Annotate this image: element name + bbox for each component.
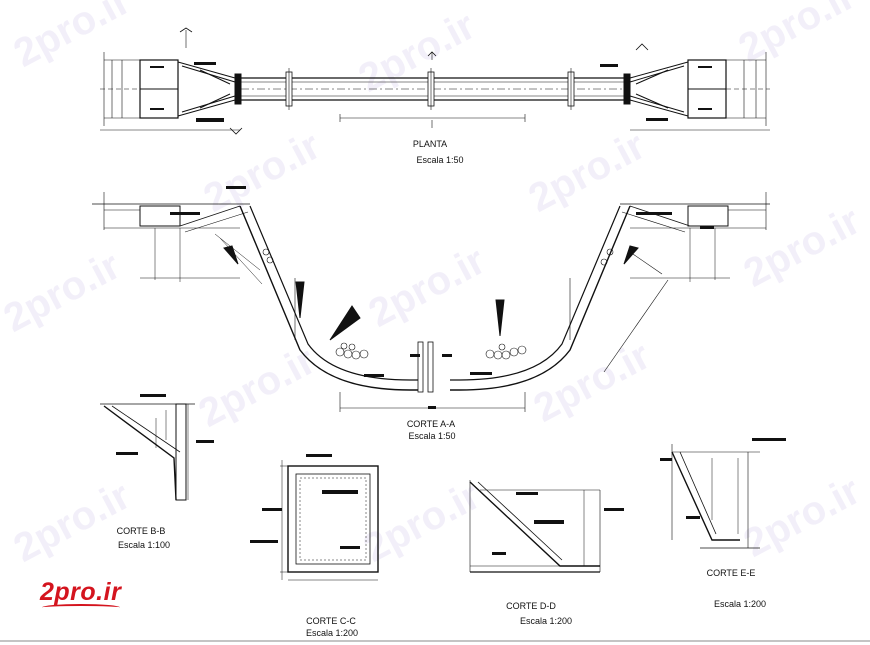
corte-bb-scale: Escala 1:100 <box>117 540 171 550</box>
corte-aa-scale: Escala 1:50 <box>408 431 456 441</box>
planta-title: PLANTA <box>412 139 448 149</box>
corte-aa-title: CORTE A-A <box>406 419 456 429</box>
site-logo: 2pro.ir <box>40 578 122 606</box>
corte-dd-scale: Escala 1:200 <box>519 616 573 626</box>
corte-ee-section-drawing <box>660 438 786 549</box>
planta-plan-drawing <box>100 27 770 135</box>
corte-ee-scale: Escala 1:200 <box>713 599 767 609</box>
logo-swoosh <box>42 604 120 611</box>
corte-bb-title: CORTE B-B <box>116 526 166 536</box>
corte-bb-section-drawing <box>100 394 214 501</box>
corte-dd-title: CORTE D-D <box>506 601 556 611</box>
corte-aa-section-drawing <box>92 186 770 412</box>
corte-ee-title: CORTE E-E <box>706 568 756 578</box>
corte-cc-title: CORTE C-C <box>306 616 356 626</box>
corte-cc-scale: Escala 1:200 <box>305 628 359 638</box>
corte-cc-section-drawing <box>250 454 379 581</box>
planta-scale: Escala 1:50 <box>416 155 464 165</box>
corte-dd-section-drawing <box>469 480 624 573</box>
